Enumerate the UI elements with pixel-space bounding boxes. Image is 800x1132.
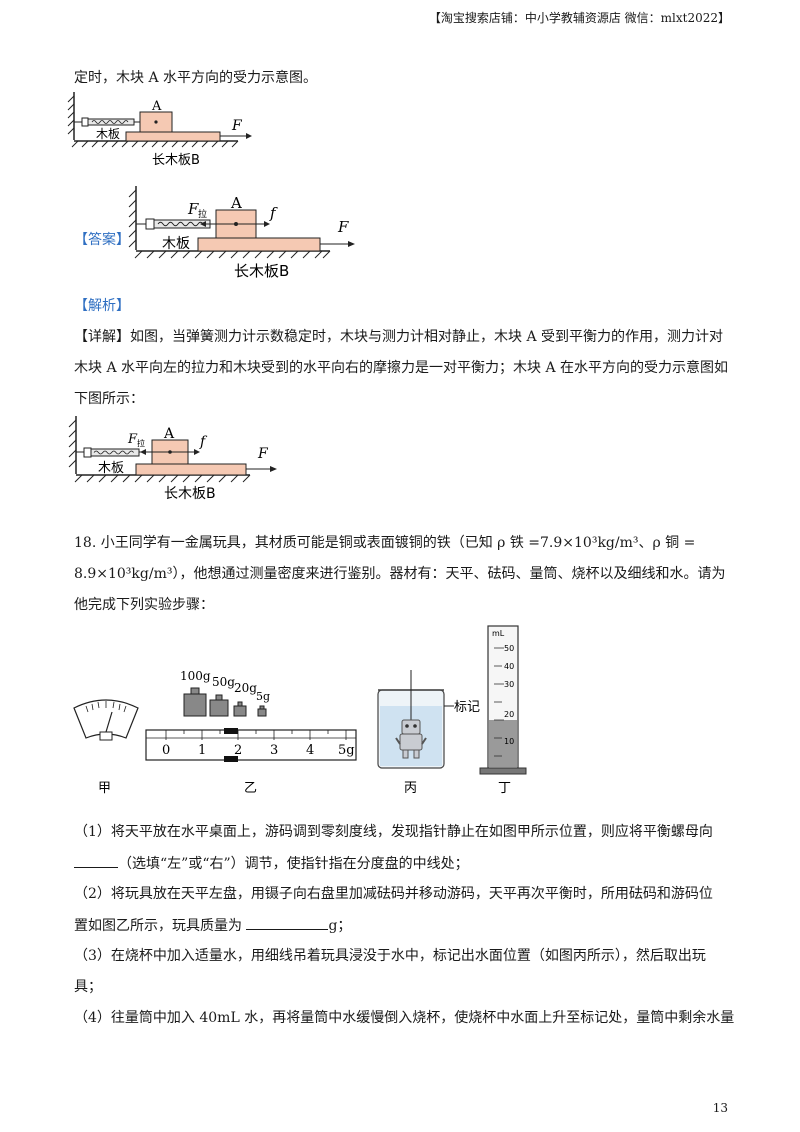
step-3-line-2: 具； (74, 979, 102, 995)
intro-line: 定时，木块 A 水平方向的受力示意图。 (74, 70, 318, 86)
step-1-line-1: （1）将天平放在水平桌面上，游码调到零刻度线，发现指针静止在如图甲所示位置，则应… (74, 824, 713, 840)
fig2-friction-label: f (269, 204, 278, 222)
figure-4-apparatus: 甲 100g 50g 20g 5g 0 1 2 3 4 5g 乙 (73, 625, 527, 796)
step-2-unit: g； (328, 918, 352, 934)
beaker (377, 670, 454, 769)
label-bing: 丙 (404, 781, 417, 796)
fig2-force-label: F (337, 218, 349, 236)
weight-50g-label: 50g (212, 675, 235, 689)
page-header: 【淘宝搜索店铺：中小学教辅资源店 微信：mlxt2022】 (428, 11, 730, 25)
fig1-board-label: 木板 (96, 127, 120, 141)
label-ding: 丁 (498, 781, 511, 796)
label-yi: 乙 (244, 781, 257, 796)
fig2-pull-force-subscript: 拉 (198, 208, 207, 220)
cylinder-unit: mL (492, 629, 505, 638)
weight-5g-label: 5g (256, 690, 270, 703)
balance-dial (73, 699, 139, 741)
fig1-force-label: F (231, 118, 243, 134)
toy-robot (395, 719, 427, 759)
fig2-pull-force-label: F (187, 200, 199, 218)
fig3-board-label: 木板 (98, 461, 124, 476)
fig3-block-label: A (163, 426, 175, 442)
step-2-line-2: 置如图乙所示，玩具质量为 g； (74, 915, 351, 936)
q18-line-2: 8.9×10³kg/m³），他想通过测量密度来进行鉴别。器材有：天平、砝码、量筒… (74, 566, 726, 582)
beam-scale (145, 728, 357, 762)
fig3-long-board-label: 长木板B (164, 486, 216, 502)
cylinder-tick-50: 50 (504, 644, 514, 653)
weights (183, 687, 267, 717)
fig3-pull-force-subscript: 拉 (137, 438, 145, 448)
fig2-block-label: A (230, 194, 242, 212)
scale-tick-1: 1 (198, 743, 206, 758)
fig3-pull-force-label: F (127, 432, 138, 447)
answer-tag: 【答案】 (74, 232, 130, 248)
page-number: 13 (712, 1101, 728, 1115)
scale-tick-5g: 5g (338, 743, 355, 758)
mark-label: 标记 (454, 700, 480, 715)
cylinder-tick-30: 30 (504, 680, 514, 689)
answer-blank-1[interactable] (74, 853, 118, 868)
fig2-long-board-label: 长木板B (234, 262, 289, 280)
weight-20g-label: 20g (234, 681, 257, 695)
detail-line-1: 【详解】如图，当弹簧测力计示数稳定时，木块与测力计相对静止，木块 A 受到平衡力… (74, 329, 724, 345)
figure-1-force-diagram: A 木板 F 长木板B (67, 92, 252, 168)
analysis-tag: 【解析】 (74, 298, 130, 314)
step-4-line-1: （4）往量筒中加入 40mL 水，再将量筒中水缓慢倒入烧杯，使烧杯中水面上升至标… (74, 1010, 735, 1026)
detail-line-2: 木块 A 水平向左的拉力和木块受到的水平向右的摩擦力是一对平衡力；木块 A 在水… (74, 360, 729, 376)
step-1-text: （选填“左”或“右”）调节，使指针指在分度盘的中线处； (118, 856, 469, 872)
scale-tick-2: 2 (234, 743, 242, 758)
label-jia: 甲 (98, 781, 111, 796)
fig3-friction-label: f (199, 434, 208, 450)
q18-line-3: 他完成下列实验步骤： (74, 597, 214, 613)
step-1-line-2: （选填“左”或“右”）调节，使指针指在分度盘的中线处； (74, 853, 469, 874)
cylinder-tick-10: 10 (504, 737, 514, 746)
detail-line-3: 下图所示： (74, 391, 144, 407)
step-3-line-1: （3）在烧杯中加入适量水，用细线吊着玩具浸没于水中，标记出水面位置（如图丙所示）… (74, 948, 706, 964)
step-2-text: 置如图乙所示，玩具质量为 (74, 918, 242, 934)
q18-line-1: 18. 小王同学有一金属玩具，其材质可能是铜或表面镀铜的铁（已知 ρ 铁 =7.… (74, 535, 696, 551)
cylinder-tick-20: 20 (504, 710, 514, 719)
weight-100g-label: 100g (180, 669, 211, 683)
measuring-cylinder (479, 625, 527, 775)
answer-blank-2[interactable] (246, 915, 329, 930)
cylinder-tick-40: 40 (504, 662, 514, 671)
figure-2-force-diagram: A F 拉 f 木板 F 长木板B (128, 186, 355, 280)
fig3-force-label: F (257, 446, 269, 462)
scale-tick-3: 3 (270, 743, 278, 758)
scale-tick-0: 0 (162, 743, 170, 758)
step-2-line-1: （2）将玩具放在天平左盘，用镊子向右盘里加减砝码并移动游码，天平再次平衡时，所用… (74, 886, 713, 902)
fig1-block-label: A (151, 99, 162, 114)
figure-3-force-diagram: A F 拉 f 木板 F 长木板B (68, 416, 277, 502)
fig2-board-label: 木板 (162, 236, 190, 252)
fig1-long-board-label: 长木板B (152, 153, 200, 168)
scale-tick-4: 4 (306, 743, 314, 758)
